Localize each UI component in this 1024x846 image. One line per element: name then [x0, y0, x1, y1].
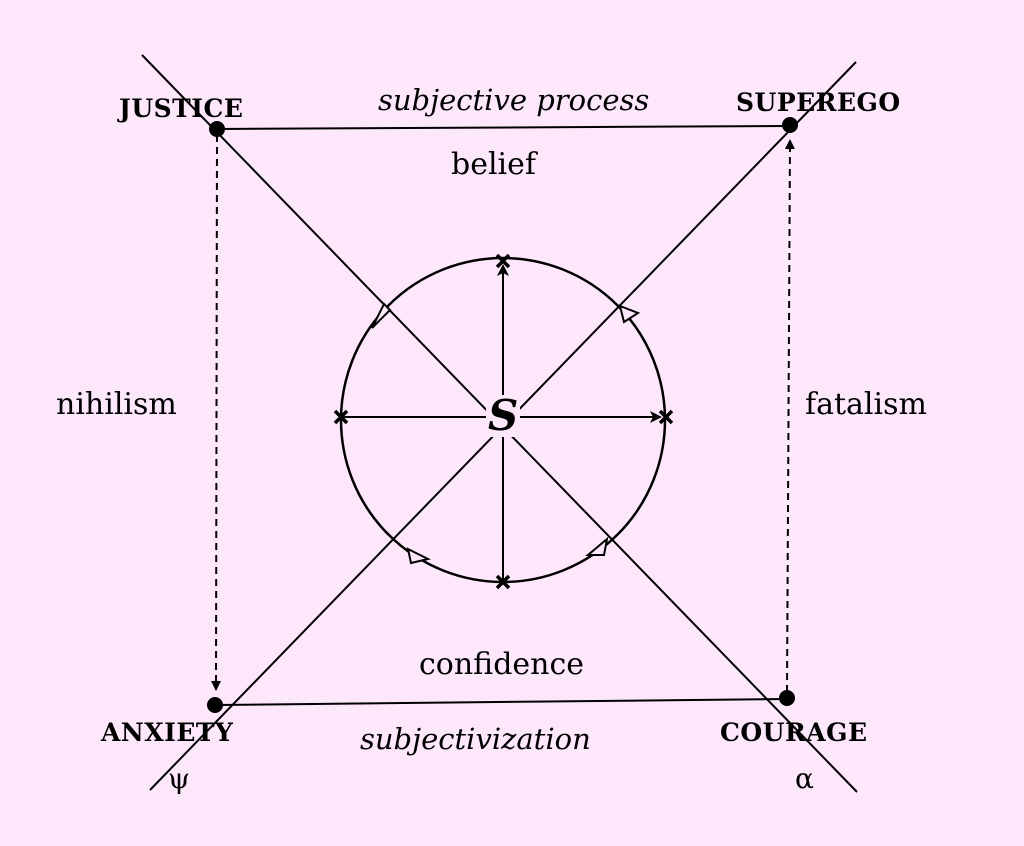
dot-anxiety — [207, 697, 223, 713]
cross-marks — [333, 253, 674, 590]
open-triangle-lower-left — [406, 547, 431, 565]
label-anxiety: ANXIETY — [101, 718, 234, 747]
cross-mark-top — [495, 253, 511, 269]
label-nihilism: nihilism — [56, 387, 177, 422]
cross-mark-left — [333, 409, 349, 425]
label-subjectivization: subjectivization — [360, 722, 591, 756]
dot-superego — [782, 117, 798, 133]
label-justice: JUSTICE — [119, 94, 244, 123]
label-belief: belief — [451, 147, 537, 182]
left-dashed-arrow — [211, 134, 222, 691]
label-subjective-process: subjective process — [378, 83, 650, 117]
dot-courage — [779, 690, 795, 706]
top-edge-line — [216, 125, 791, 130]
cross-mark-bottom — [495, 574, 511, 590]
open-triangle-lower-right — [585, 536, 609, 556]
open-arrowheads — [371, 302, 641, 565]
dot-justice — [209, 121, 225, 137]
right-dashed-arrow — [784, 139, 795, 693]
label-courage: COURAGE — [720, 718, 868, 747]
cross-mark-right — [658, 409, 674, 425]
corner-dots — [207, 117, 798, 713]
center-s-symbol: S — [486, 391, 521, 440]
bottom-edge-line — [214, 698, 788, 706]
psi-symbol: ψ — [168, 762, 190, 795]
label-confidence: confidence — [419, 647, 585, 682]
open-triangle-upper-left — [371, 302, 392, 329]
alpha-symbol: α — [795, 762, 814, 795]
label-superego: SUPEREGO — [736, 88, 901, 117]
label-fatalism: fatalism — [805, 387, 927, 422]
open-triangle-upper-right — [618, 304, 641, 324]
